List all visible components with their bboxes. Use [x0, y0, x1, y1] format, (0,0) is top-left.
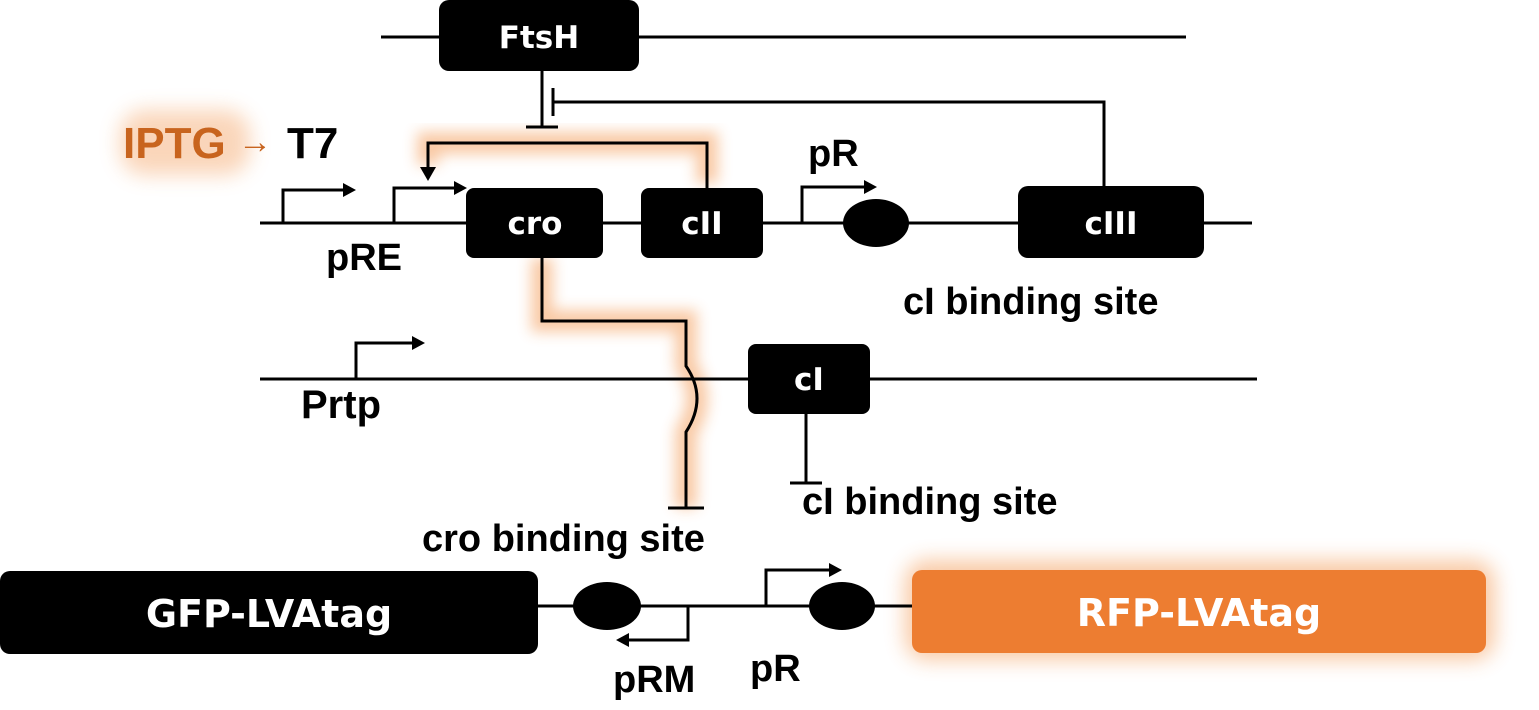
cro-label: cro [508, 206, 563, 242]
promoter-1 [281, 188, 345, 223]
ci-binding-site-top-label: cI binding site [903, 281, 1158, 323]
promoter-pr-bottom [764, 568, 831, 606]
iptg-label: IPTG [123, 119, 226, 168]
gfp-label: GFP-LVAtag [146, 592, 392, 636]
promoter-pre [392, 186, 456, 223]
cii-label: cII [681, 206, 722, 242]
ciii-inhibition-line [553, 100, 1106, 188]
cii-gene-box: cII [641, 188, 763, 258]
pr-top-label: pR [808, 133, 859, 175]
prtp-label: Prtp [301, 383, 381, 427]
promoter-pr-bottom-arrowhead [829, 563, 842, 577]
iptg-t7-induction: IPTG → T7 [123, 119, 338, 168]
gfp-gene-box: GFP-LVAtag [0, 571, 538, 654]
ciii-label: cIII [1085, 206, 1138, 242]
ciii-gene-box: cIII [1018, 186, 1204, 258]
promoter-1-arrowhead [343, 183, 356, 197]
cii-activation-arrowhead [420, 167, 436, 181]
ftsh-gene-box: FtsH [439, 0, 639, 71]
promoter-prm-arrowhead [616, 633, 629, 647]
promoter-pr-top [800, 185, 866, 223]
cro-binding-site-label: cro binding site [422, 518, 705, 560]
ci-label: cI [794, 362, 824, 398]
cii-feedback-glow [417, 132, 718, 183]
cro-binding-site-bottom-oval [573, 582, 641, 630]
cro-repression-glow [531, 258, 708, 508]
ftsh-label: FtsH [499, 20, 579, 56]
ci-gene-box: cI [748, 344, 870, 414]
rfp-gene-box: RFP-LVAtag [912, 570, 1486, 653]
promoter-pre-arrowhead [454, 181, 467, 195]
ci-binding-site-bottom-oval [809, 582, 875, 630]
iptg-arrow: → [238, 123, 272, 161]
t7-label: T7 [287, 119, 338, 168]
promoter-prtp-arrowhead [412, 336, 425, 350]
iptg-glow [120, 110, 250, 175]
ci-binding-site-mid-label: cI binding site [802, 481, 1057, 523]
pre-label: pRE [326, 237, 402, 279]
cro-repression-line [540, 258, 699, 508]
ci-binding-site-top-oval [843, 199, 909, 247]
pr-bottom-label: pR [750, 648, 801, 690]
promoter-prm [627, 606, 690, 642]
rfp-box [912, 570, 1486, 653]
cii-activation-line [426, 141, 709, 188]
cro-gene-box: cro [466, 188, 603, 258]
promoter-pr-top-arrowhead [864, 180, 877, 194]
prm-label: pRM [613, 659, 695, 701]
promoter-prtp [354, 341, 414, 379]
rfp-label: RFP-LVAtag [1077, 591, 1321, 635]
